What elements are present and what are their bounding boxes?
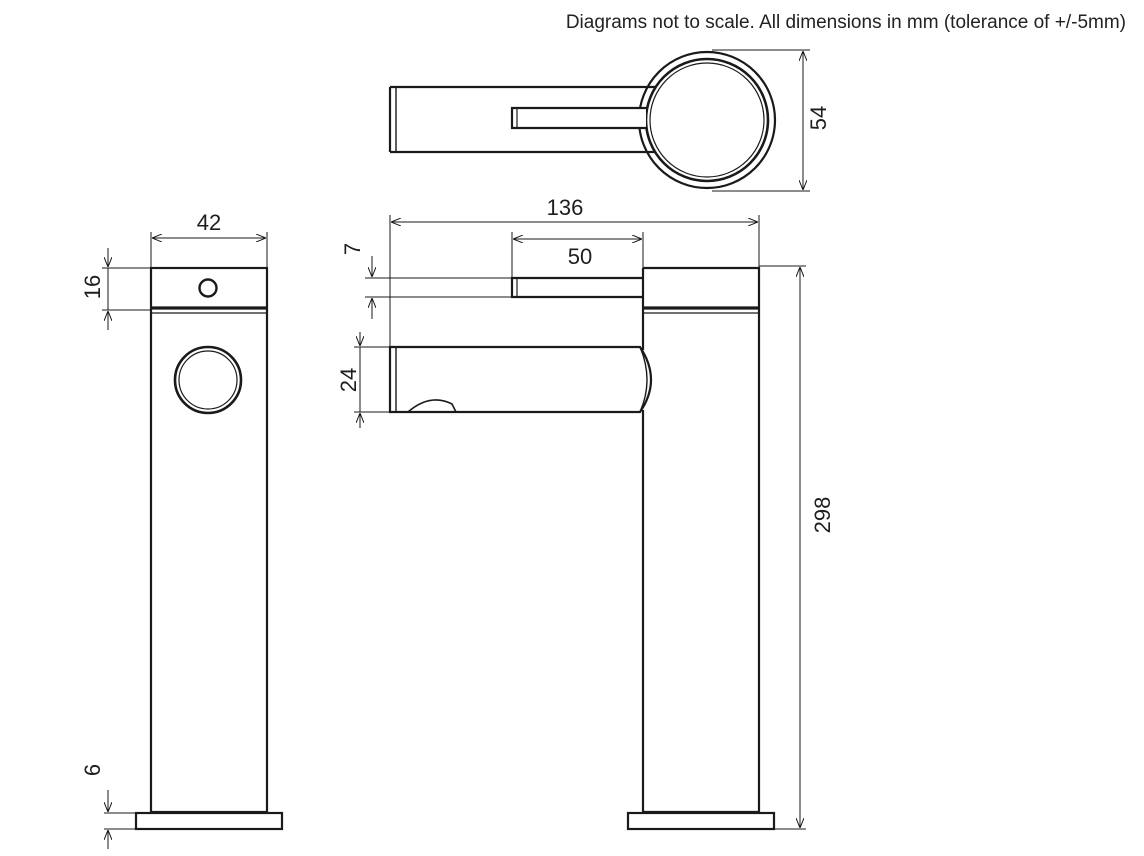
overall-height-label: 298: [810, 497, 835, 534]
front-column: [149, 266, 269, 814]
overall-length-label: 136: [547, 195, 584, 220]
cap-height-label: 16: [80, 275, 105, 299]
spout-height-dimension: [354, 332, 390, 428]
plan-handle-knob: [644, 57, 770, 183]
overall-height-dimension: [759, 265, 806, 830]
profile-view: [388, 266, 776, 831]
front-spout-outlet-inner: [178, 350, 238, 410]
cap-height-dimension: [102, 248, 151, 330]
plan-outer-ring: [637, 50, 777, 190]
handle-height-dimension: [365, 256, 512, 319]
front-base-plate: [134, 811, 284, 831]
handle-height-label: 7: [340, 243, 365, 255]
plan-lever: [510, 106, 646, 130]
profile-spout: [388, 345, 652, 414]
base-height-label: 6: [80, 764, 105, 776]
overall-length-dimension: [389, 215, 760, 347]
plan-depth-dimension: [712, 49, 810, 192]
profile-column: [641, 266, 761, 814]
profile-lever: [510, 276, 643, 299]
front-width-label: 42: [197, 210, 221, 235]
plan-handle-knob-inner: [649, 62, 765, 178]
spout-height-label: 24: [336, 368, 361, 392]
profile-spout-aerator: [407, 399, 457, 413]
handle-length-dimension: [511, 232, 644, 278]
front-width-dimension: [150, 232, 268, 268]
profile-base-plate: [626, 811, 776, 831]
plan-view: [388, 50, 777, 190]
plan-depth-label: 54: [806, 106, 831, 130]
profile-spout-curve: [639, 346, 648, 413]
plan-spout-outline: [388, 85, 656, 154]
front-cap-button-icon: [198, 278, 218, 298]
scale-note: Diagrams not to scale. All dimensions in…: [566, 12, 1126, 33]
front-view: [134, 266, 284, 831]
base-height-dimension: [104, 790, 136, 849]
handle-length-label: 50: [568, 244, 592, 269]
front-spout-outlet: [173, 345, 243, 415]
